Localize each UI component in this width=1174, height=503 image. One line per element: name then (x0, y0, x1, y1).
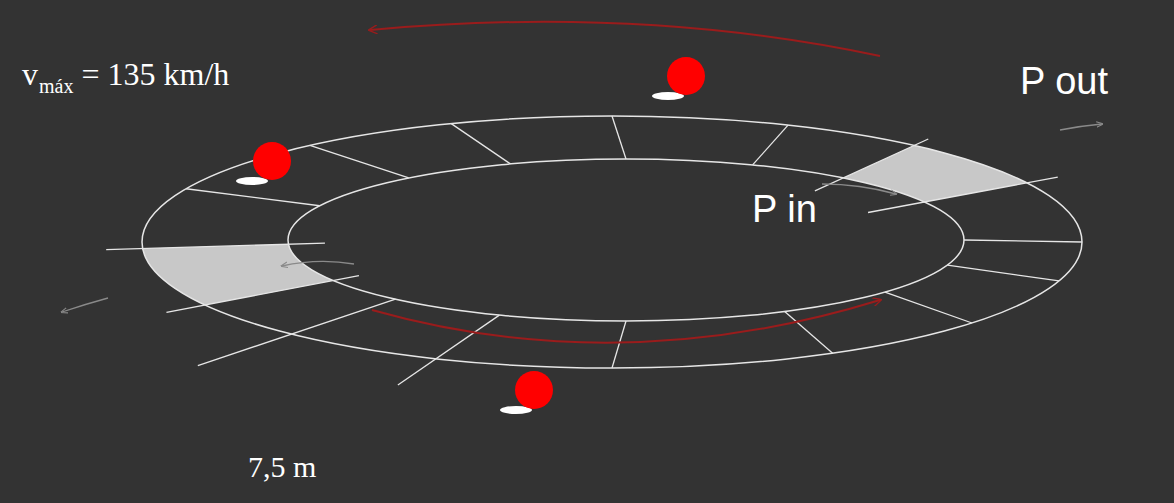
vehicle (515, 371, 553, 409)
segment-divider (166, 276, 358, 313)
segment-divider (612, 116, 626, 159)
segment-divider (785, 312, 833, 354)
segment-divider (964, 240, 1082, 242)
speed-subscript: máx (39, 76, 73, 96)
track-segments (106, 116, 1082, 385)
segment-divider (186, 189, 320, 206)
segment-divider (451, 124, 510, 164)
segment-divider (612, 321, 626, 368)
entry-label: P in (752, 190, 817, 228)
exit-label: P out (1020, 62, 1108, 100)
station-segment (843, 145, 1027, 201)
direction-arrow (372, 300, 880, 343)
flow-arrow (62, 298, 108, 312)
flow-arrow (282, 261, 354, 266)
segment-divider (868, 177, 1058, 212)
vehicle (253, 142, 291, 180)
vehicle-shadow (236, 177, 268, 185)
segment-divider (198, 299, 396, 365)
track-inner-edge (288, 159, 964, 321)
flow-arrow (1060, 124, 1102, 130)
station-segment (143, 244, 334, 305)
segment-divider (753, 125, 788, 165)
speed-value: = 135 km/h (81, 58, 229, 90)
segment-divider (947, 265, 1059, 281)
vehicle (667, 57, 705, 95)
segment-divider (310, 145, 409, 177)
speed-symbol: v (22, 58, 38, 90)
segment-divider (106, 243, 325, 250)
segment-divider (815, 139, 928, 191)
segment-divider (398, 315, 500, 385)
track-outer-edge (142, 116, 1082, 368)
flow-arrow (822, 184, 896, 194)
direction-arrow (370, 22, 880, 56)
segment-divider (885, 292, 972, 323)
dimension-label: 7,5 m (248, 452, 316, 482)
